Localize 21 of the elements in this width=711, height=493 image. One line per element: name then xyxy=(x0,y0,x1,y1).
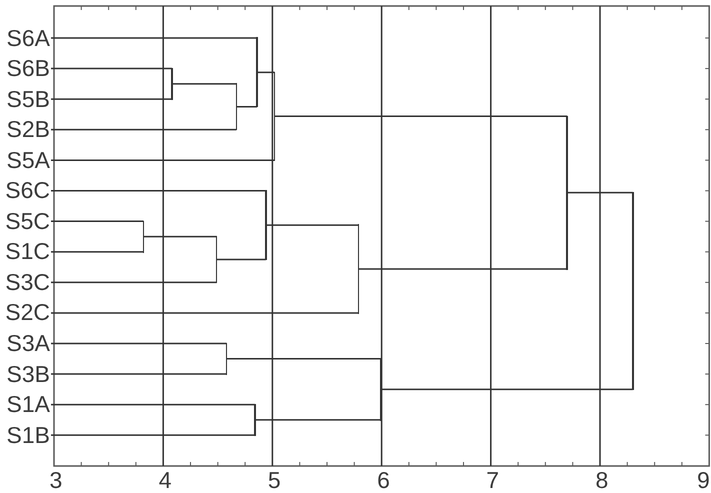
leaf-label: S5C xyxy=(5,210,50,233)
tick-label: 4 xyxy=(158,469,172,492)
tick-label: 6 xyxy=(377,469,390,492)
leaf-label: S3A xyxy=(6,332,50,355)
tick-label: 3 xyxy=(50,469,62,492)
leaf-label: S2C xyxy=(5,301,50,324)
tick-label: 5 xyxy=(268,469,281,492)
tick-label: 8 xyxy=(596,469,608,492)
leaf-label: S5A xyxy=(6,148,50,172)
leaf-label: S6A xyxy=(6,26,50,50)
leaf-label: S2B xyxy=(6,118,50,142)
leaf-label: S6C xyxy=(5,179,50,202)
tick-label: 7 xyxy=(486,469,500,492)
leaf-label: S6B xyxy=(6,57,50,80)
leaf-label: S3B xyxy=(6,362,50,386)
leaf-label: S1C xyxy=(5,240,50,264)
leaf-label: S1A xyxy=(6,393,50,416)
tick-label: 9 xyxy=(697,469,710,492)
leaf-label: S5B xyxy=(6,88,50,111)
leaf-label: S3C xyxy=(5,270,50,294)
leaf-label: S1B xyxy=(6,424,50,447)
